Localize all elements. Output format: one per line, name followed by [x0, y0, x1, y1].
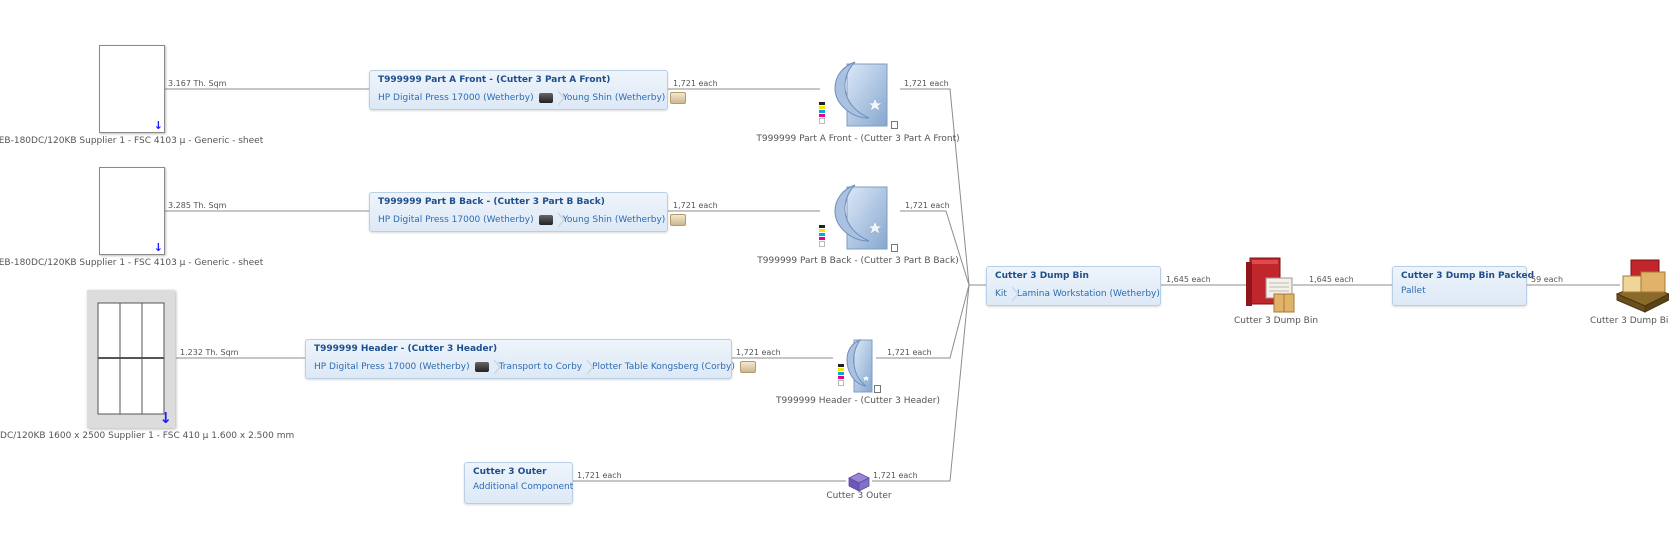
- arrow-down-icon: ↓: [153, 119, 163, 132]
- process-title: Cutter 3 Dump Bin Packed: [1401, 271, 1535, 281]
- process-title: T999999 Header - (Cutter 3 Header): [314, 344, 498, 354]
- cmyk-swatch-icon: [819, 225, 825, 248]
- process-title: T999999 Part B Back - (Cutter 3 Part B B…: [378, 197, 605, 207]
- step-press[interactable]: HP Digital Press 17000 (Wetherby): [378, 215, 553, 225]
- moon-star-product-icon[interactable]: [829, 183, 891, 253]
- step-label: HP Digital Press 17000 (Wetherby): [378, 215, 534, 225]
- step-label: Plotter Table Kongsberg (Corby): [592, 362, 735, 372]
- step-label: Lamina Workstation (Wetherby): [1016, 289, 1160, 299]
- cube-icon[interactable]: [848, 472, 870, 492]
- step-cutter[interactable]: Young Shin (Wetherby): [563, 214, 687, 226]
- step-label: Additional Component: [473, 482, 574, 492]
- product-qty: 1,721 each: [905, 201, 950, 210]
- printer-icon: [538, 215, 553, 225]
- pallet-icon[interactable]: [1613, 254, 1669, 314]
- link-part-b-to-bin: [900, 210, 970, 286]
- step-cutter[interactable]: Young Shin (Wetherby): [563, 92, 687, 104]
- product-label: Cutter 3 Dump Bin P: [1590, 316, 1669, 326]
- link-header-to-bin: [876, 284, 970, 359]
- cutter-icon: [670, 214, 687, 226]
- process-qty: 59 each: [1531, 275, 1564, 284]
- product-label: T999999 Part A Front - (Cutter 3 Part A …: [756, 134, 960, 144]
- moon-star-product-icon[interactable]: [829, 60, 891, 130]
- red-book-box-icon[interactable]: [1244, 254, 1296, 314]
- material-qty: 3.285 Th. Sqm: [168, 201, 227, 210]
- step-label: Pallet: [1401, 286, 1426, 296]
- step-label: HP Digital Press 17000 (Wetherby): [378, 93, 534, 103]
- step-label: Transport to Corby: [498, 362, 583, 372]
- process-part-b[interactable]: T999999 Part B Back - (Cutter 3 Part B B…: [369, 192, 687, 232]
- product-qty: 1,721 each: [873, 471, 918, 480]
- product-label: T999999 Header - (Cutter 3 Header): [776, 396, 940, 406]
- step-press[interactable]: HP Digital Press 17000 (Wetherby): [378, 93, 553, 103]
- arrow-down-icon: ↓: [153, 241, 163, 254]
- printer-icon: [474, 362, 489, 372]
- process-qty: 1,721 each: [673, 201, 718, 210]
- material-qty: 1.232 Th. Sqm: [180, 348, 239, 357]
- process-qty: 1,721 each: [736, 348, 781, 357]
- document-icon: [891, 244, 898, 252]
- product-qty: 1,645 each: [1309, 275, 1354, 284]
- process-qty: 1,721 each: [577, 471, 622, 480]
- material-label: EB-180DC/120KB Supplier 1 - FSC 4103 µ -…: [0, 258, 264, 268]
- link-outer-to-bin: [872, 284, 970, 482]
- step-additional[interactable]: Additional Component: [473, 482, 573, 492]
- step-label: Kit: [995, 289, 1007, 299]
- process-dump-bin[interactable]: Cutter 3 Dump Bin Kit Lamina Workstation…: [986, 266, 1161, 306]
- step-plotter[interactable]: Plotter Table Kongsberg (Corby): [592, 361, 756, 373]
- document-icon: [891, 121, 898, 129]
- process-qty: 1,645 each: [1166, 275, 1211, 284]
- process-packed[interactable]: Cutter 3 Dump Bin Packed Pallet: [1392, 266, 1535, 306]
- blank-sheet-icon[interactable]: ↓: [99, 167, 165, 255]
- cmyk-swatch-icon: [819, 102, 825, 125]
- product-label: Cutter 3 Outer: [826, 491, 892, 501]
- material-label: EB-180DC/120KB Supplier 1 - FSC 4103 µ -…: [0, 136, 264, 146]
- product-qty: 1,721 each: [904, 79, 949, 88]
- blank-sheet-icon[interactable]: ↓: [99, 45, 165, 133]
- cutter-icon: [739, 361, 756, 373]
- step-label: HP Digital Press 17000 (Wetherby): [314, 362, 470, 372]
- step-pallet[interactable]: Pallet: [1401, 286, 1426, 296]
- process-title: Cutter 3 Dump Bin: [995, 271, 1089, 281]
- material-qty: 3.167 Th. Sqm: [168, 79, 227, 88]
- step-label: Young Shin (Wetherby): [562, 215, 666, 225]
- process-qty: 1,721 each: [673, 79, 718, 88]
- cut-grid-icon: [97, 302, 165, 415]
- material-label: EB-180DC/120KB 1600 x 2500 Supplier 1 - …: [0, 431, 295, 441]
- step-transport[interactable]: Transport to Corby: [499, 362, 583, 372]
- process-header[interactable]: T999999 Header - (Cutter 3 Header) HP Di…: [305, 339, 756, 379]
- product-label: T999999 Part B Back - (Cutter 3 Part B B…: [757, 256, 959, 266]
- process-title: T999999 Part A Front - (Cutter 3 Part A …: [378, 75, 611, 85]
- cutter-icon: [670, 92, 687, 104]
- process-part-a[interactable]: T999999 Part A Front - (Cutter 3 Part A …: [369, 70, 687, 110]
- step-label: Young Shin (Wetherby): [562, 93, 666, 103]
- step-lamina[interactable]: Lamina Workstation (Wetherby): [1017, 289, 1160, 299]
- cmyk-swatch-icon: [838, 364, 844, 387]
- step-press[interactable]: HP Digital Press 17000 (Wetherby): [314, 362, 489, 372]
- product-label: Cutter 3 Dump Bin: [1233, 316, 1319, 326]
- step-kit[interactable]: Kit: [995, 289, 1007, 299]
- moon-star-product-icon[interactable]: [844, 338, 874, 394]
- process-title: Cutter 3 Outer: [473, 467, 547, 477]
- cut-sheet-icon[interactable]: ↓: [87, 290, 175, 428]
- link-part-a-to-bin: [900, 88, 970, 286]
- product-qty: 1,721 each: [887, 348, 932, 357]
- printer-icon: [538, 93, 553, 103]
- process-outer[interactable]: Cutter 3 Outer Additional Component: [464, 462, 573, 504]
- arrow-down-icon: ↓: [159, 409, 172, 427]
- document-icon: [874, 385, 881, 393]
